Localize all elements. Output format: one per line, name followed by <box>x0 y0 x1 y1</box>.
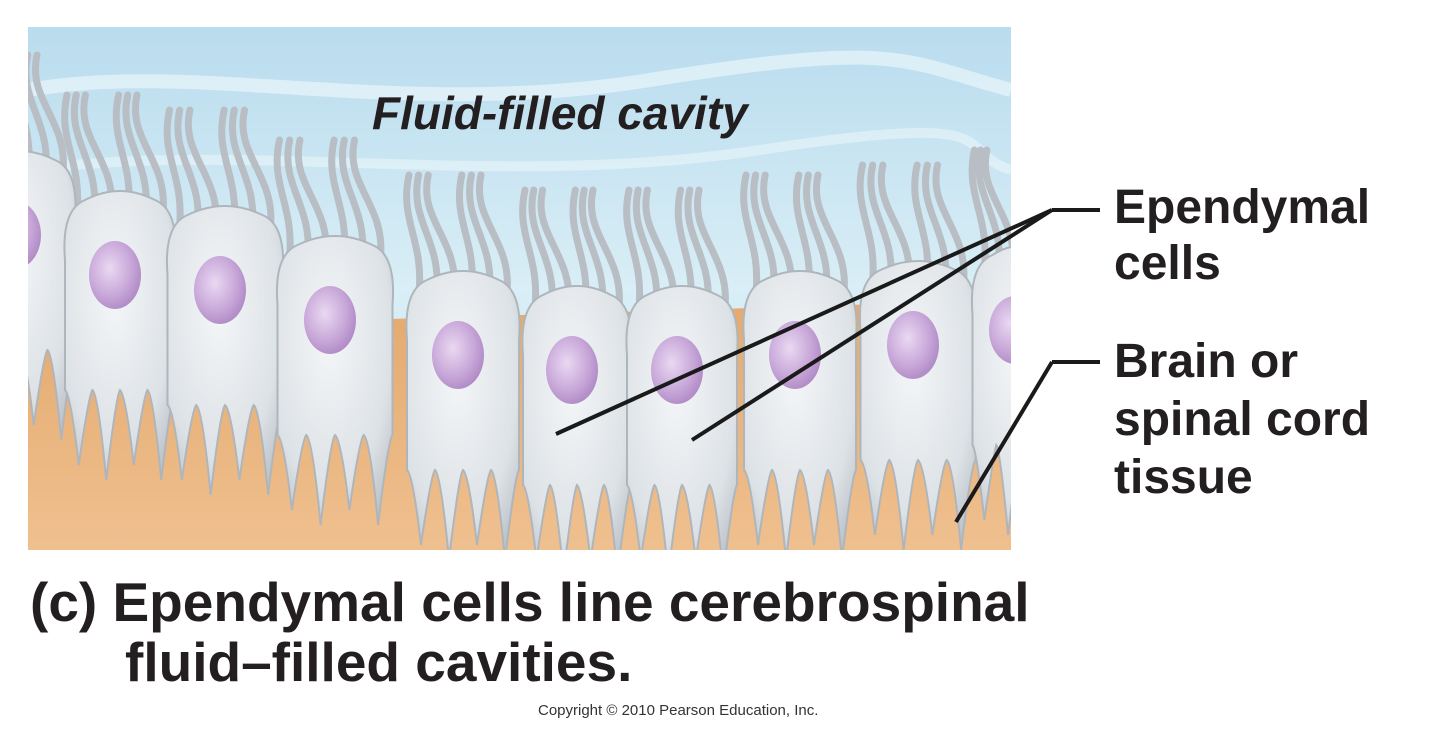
cell-nucleus <box>769 321 821 389</box>
cilium <box>623 186 644 311</box>
cilium <box>981 146 1011 270</box>
tissue-label-line-1: Brain or <box>1114 335 1299 388</box>
figure-caption: (c) Ependymal cells line cerebrospinal f… <box>30 572 1030 692</box>
cell-nucleus <box>28 205 41 265</box>
cilium <box>813 171 848 296</box>
cilium <box>32 51 67 176</box>
ependymal-cell <box>625 285 739 550</box>
cilium <box>1015 150 1028 267</box>
cell-nucleus <box>546 336 598 404</box>
cilium <box>476 171 511 296</box>
tissue-label-line-2: spinal cord <box>1114 393 1371 446</box>
cilium <box>0 55 12 172</box>
ependymal-cells-layer <box>28 150 1011 550</box>
cilium <box>856 161 877 286</box>
cilium <box>588 186 623 311</box>
cilium <box>61 91 82 216</box>
cell-nucleus <box>89 241 141 309</box>
cilium <box>163 106 184 231</box>
fluid-filled-cavity-label: Fluid-filled cavity <box>372 87 748 139</box>
cell-nucleus <box>194 256 246 324</box>
ependymal-label-line-1: Ependymal <box>1114 181 1371 234</box>
cell-nucleus <box>989 296 1011 364</box>
cell-nucleus <box>432 321 484 389</box>
caption-line-2: fluid–filled cavities. <box>125 631 633 693</box>
cilium <box>349 136 385 261</box>
cilium <box>273 136 294 261</box>
ependymal-cell <box>970 246 1011 536</box>
leader-lines <box>555 208 1100 524</box>
cilium <box>28 121 33 176</box>
cell-nucleus <box>304 286 356 354</box>
ependymal-cells-label: Ependymal cells <box>1114 180 1370 292</box>
cilium <box>694 186 729 311</box>
ependymal-label-line-2: cells <box>1114 237 1221 290</box>
cilium <box>239 106 275 231</box>
brain-spinal-cord-tissue-label: Brain or spinal cord tissue <box>1114 333 1370 507</box>
copyright-notice: Copyright © 2010 Pearson Education, Inc. <box>538 702 819 719</box>
cilium <box>1021 150 1041 267</box>
cilium <box>403 171 424 296</box>
cilium <box>740 171 761 296</box>
cilium <box>1028 150 1056 267</box>
caption-line-1: (c) Ependymal cells line cerebrospinal <box>30 571 1030 633</box>
cilium <box>132 91 167 216</box>
ependymal-leader-line-3 <box>690 208 1054 442</box>
ependymal-leader-line-2 <box>555 208 1053 436</box>
cilium <box>519 186 540 311</box>
cell-nucleus <box>887 311 939 379</box>
tissue-leader-line-2 <box>954 360 1054 524</box>
tissue-label-line-3: tissue <box>1114 451 1253 504</box>
